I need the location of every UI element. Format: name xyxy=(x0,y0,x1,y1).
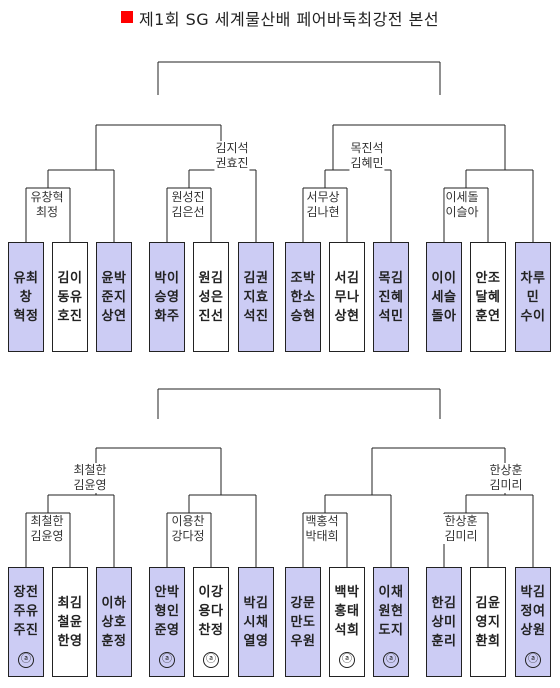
team-names: 유최 창 혁정 xyxy=(13,270,39,324)
team-names: 박이 승영 화주 xyxy=(154,270,180,324)
team-box: 서김 무나 상현 xyxy=(329,242,365,352)
team-box: 이하 상호 훈정 xyxy=(96,567,132,677)
team-box: 박이 승영 화주 xyxy=(149,242,185,352)
team-box: 박김 시채 열영 xyxy=(238,567,274,677)
circled-a-mark: ⓐ xyxy=(339,652,355,668)
team-names: 이강 용다 찬정 xyxy=(198,584,224,638)
team-names: 안박 형인 준영 xyxy=(154,584,180,638)
team-names: 김권 지효 석진 xyxy=(243,270,269,324)
team-names: 박김 정여 상원 xyxy=(520,584,546,638)
team-box: 김윤 영지 환희 xyxy=(470,567,506,677)
team-box: 조박 한소 승현 xyxy=(285,242,321,352)
team-names: 최김 철윤 한영 xyxy=(57,595,83,649)
team-box: 원김 성은 진선 xyxy=(193,242,229,352)
team-names: 목김 진혜 석민 xyxy=(378,270,404,324)
team-names: 원김 성은 진선 xyxy=(198,270,224,324)
team-names: 강문 만도 우원 xyxy=(290,595,316,649)
team-names: 안조 달혜 훈연 xyxy=(475,270,501,324)
team-box: 김이 동유 호진 xyxy=(52,242,88,352)
team-names: 조박 한소 승현 xyxy=(290,270,316,324)
team-box: 최김 철윤 한영 xyxy=(52,567,88,677)
team-box: 박김 정여 상원 ⓐ xyxy=(515,567,551,677)
team-names: 서김 무나 상현 xyxy=(334,270,360,324)
team-box: 백박 홍태 석희 ⓐ xyxy=(329,567,365,677)
team-box: 안박 형인 준영 ⓐ xyxy=(149,567,185,677)
team-box: 강문 만도 우원 xyxy=(285,567,321,677)
team-box: 윤박 준지 상연 xyxy=(96,242,132,352)
team-box: 차루 민 수이 xyxy=(515,242,551,352)
team-names: 차루 민 수이 xyxy=(520,270,546,324)
page-title: 제1회 SG 세계물산배 페어바둑최강전 본선 xyxy=(0,6,560,32)
team-names: 박김 시채 열영 xyxy=(243,595,269,649)
title-text: 제1회 SG 세계물산배 페어바둑최강전 본선 xyxy=(138,10,440,29)
team-box: 한김 상미 훈리 xyxy=(426,567,462,677)
red-square-icon xyxy=(120,11,133,23)
team-names: 장전 주유 주진 xyxy=(13,584,39,638)
team-names: 김이 동유 호진 xyxy=(57,270,83,324)
team-box: 장전 주유 주진 ⓐ xyxy=(8,567,44,677)
circled-a-mark: ⓐ xyxy=(203,652,219,668)
circled-a-mark: ⓐ xyxy=(383,652,399,668)
circled-a-mark: ⓐ xyxy=(159,652,175,668)
team-names: 이하 상호 훈정 xyxy=(101,595,127,649)
team-names: 윤박 준지 상연 xyxy=(101,270,127,324)
team-box: 이강 용다 찬정 ⓐ xyxy=(193,567,229,677)
circled-a-mark: ⓐ xyxy=(18,652,34,668)
team-box: 유최 창 혁정 xyxy=(8,242,44,352)
team-box: 김권 지효 석진 xyxy=(238,242,274,352)
team-names: 이채 원현 도지 xyxy=(378,584,404,638)
team-box: 목김 진혜 석민 xyxy=(373,242,409,352)
team-names: 김윤 영지 환희 xyxy=(475,595,501,649)
team-names: 백박 홍태 석희 xyxy=(334,584,360,638)
team-names: 한김 상미 훈리 xyxy=(431,595,457,649)
circled-a-mark: ⓐ xyxy=(525,652,541,668)
team-box: 이이 세슬 돌아 xyxy=(426,242,462,352)
team-names: 이이 세슬 돌아 xyxy=(431,270,457,324)
team-box: 안조 달혜 훈연 xyxy=(470,242,506,352)
team-box: 이채 원현 도지 ⓐ xyxy=(373,567,409,677)
